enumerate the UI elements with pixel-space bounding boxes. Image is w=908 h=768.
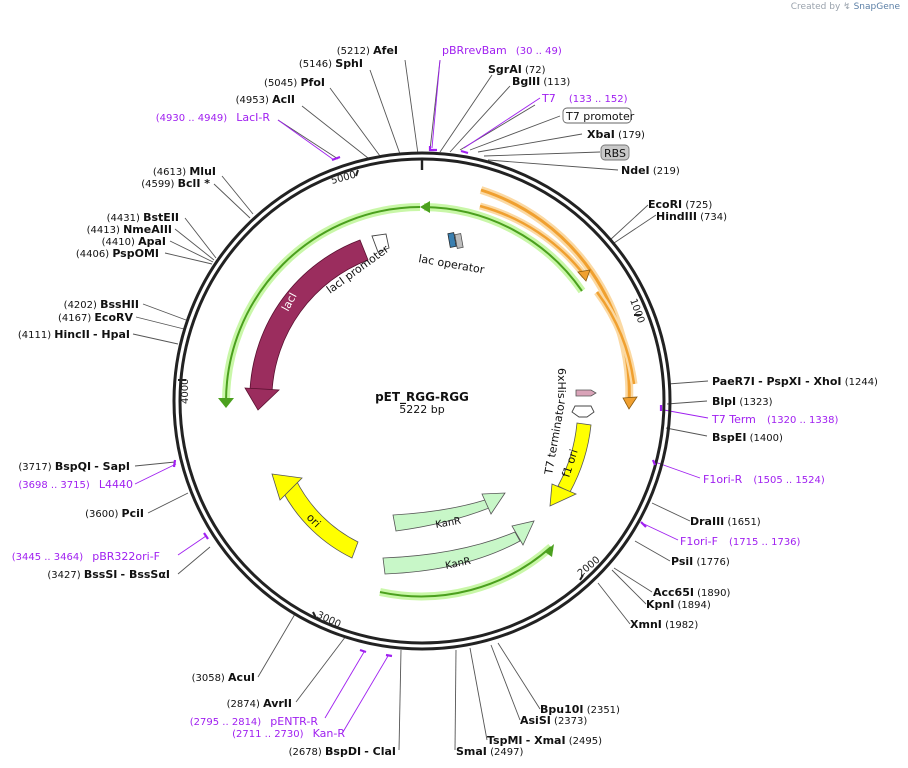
f1-ori-feature[interactable]: f1 ori xyxy=(549,422,592,507)
site-bsteii[interactable]: (4431) BstEII xyxy=(107,211,179,224)
primer-l4440[interactable]: (3698 .. 3715) L4440 xyxy=(18,473,133,492)
site-bsshii[interactable]: (4202) BssHII xyxy=(64,298,139,311)
his-tag-label: 6xHis xyxy=(555,368,568,399)
site-acui[interactable]: (3058) AcuI xyxy=(192,671,255,684)
site-xbai[interactable]: XbaI (179) xyxy=(587,128,645,141)
backbone-outer xyxy=(172,151,672,651)
his-tag-feature[interactable]: 6xHis xyxy=(555,368,597,399)
rbs-box[interactable]: RBS xyxy=(600,144,630,161)
orange-feature-inner[interactable] xyxy=(479,202,638,385)
t7-promoter-box[interactable]: T7 promoter xyxy=(562,107,635,124)
site-hindiii[interactable]: HindIII (734) xyxy=(656,210,727,223)
tick-5000: 5000 xyxy=(330,170,357,187)
site-psii[interactable]: PsiI (1776) xyxy=(671,555,730,568)
plasmid-size: 5222 bp xyxy=(399,403,444,416)
kanR-label-1: KanR xyxy=(435,516,462,531)
primer-marks xyxy=(172,146,663,658)
site-tspmi[interactable]: TspMI - XmaI (2495) xyxy=(487,734,602,747)
credit-prefix: Created by xyxy=(790,2,841,12)
lacI-feature[interactable]: lacI xyxy=(244,239,369,411)
t7-promoter-label: T7 promoter xyxy=(565,110,635,123)
site-asisi[interactable]: AsiSI (2373) xyxy=(520,714,587,727)
credit-brand: SnapGene xyxy=(853,2,900,12)
site-ecori[interactable]: EcoRI (725) xyxy=(648,198,712,211)
site-paer7i[interactable]: PaeR7I - PspXI - XhoI (1244) xyxy=(712,375,878,388)
site-nmeaiii[interactable]: (4413) NmeAIII xyxy=(87,223,172,236)
site-afei[interactable]: (5212) AfeI xyxy=(337,44,398,57)
site-ecorv[interactable]: (4167) EcoRV xyxy=(58,311,134,324)
site-pfoi[interactable]: (5045) PfoI xyxy=(264,76,325,89)
site-blpi[interactable]: BlpI (1323) xyxy=(712,395,773,408)
rbs-label: RBS xyxy=(604,147,626,160)
primer-labels: pBRrevBam (30 .. 49) T7 (133 .. 152) (49… xyxy=(12,39,839,741)
site-pspomi[interactable]: (4406) PspOMI xyxy=(76,247,159,260)
site-bspei[interactable]: BspEI (1400) xyxy=(712,431,783,444)
snapgene-credit: Created by ↯ SnapGene xyxy=(791,2,900,12)
primer-t7[interactable]: T7 (133 .. 152) xyxy=(541,87,628,106)
ori-feature[interactable]: ori xyxy=(271,473,359,559)
site-smai[interactable]: SmaI (2497) xyxy=(456,745,523,758)
site-mlui[interactable]: (4613) MluI xyxy=(153,165,216,178)
primer-f1ori-r[interactable]: F1ori-R (1505 .. 1524) xyxy=(703,468,825,487)
site-acli[interactable]: (4953) AclI xyxy=(236,93,295,106)
kanR-feature-2[interactable]: KanR xyxy=(382,520,535,575)
site-sgrai[interactable]: SgrAI (72) xyxy=(488,63,546,76)
site-hincii[interactable]: (4111) HincII - HpaI xyxy=(18,328,130,341)
primer-t7-term[interactable]: T7 Term (1320 .. 1338) xyxy=(711,408,838,427)
green-feature-left xyxy=(218,201,586,408)
left-site-labels: (5212) AfeI (5146) SphI (5045) PfoI (495… xyxy=(18,44,524,758)
site-draiii[interactable]: DraIII (1651) xyxy=(690,515,761,528)
tick-4000: 4000 xyxy=(180,379,191,404)
site-sphi[interactable]: (5146) SphI xyxy=(299,57,363,70)
site-acc65i[interactable]: Acc65I (1890) xyxy=(653,586,731,599)
site-ndei[interactable]: NdeI (219) xyxy=(621,164,680,177)
site-bpu10i[interactable]: Bpu10I (2351) xyxy=(540,703,620,716)
primer-leaders xyxy=(134,59,709,733)
primer-f1ori-f[interactable]: F1ori-F (1715 .. 1736) xyxy=(680,530,801,549)
primer-pbrrevbam[interactable]: pBRrevBam (30 .. 49) xyxy=(442,39,562,58)
primer-pentr-r[interactable]: (2795 .. 2814) pENTR-R xyxy=(190,710,319,729)
primer-laci-r[interactable]: (4930 .. 4949) LacI-R xyxy=(156,106,271,125)
site-kpni[interactable]: KpnI (1894) xyxy=(646,598,711,611)
site-bsssi[interactable]: (3427) BssSI - BssSαI xyxy=(47,568,170,581)
site-pcii[interactable]: (3600) PciI xyxy=(85,507,144,520)
lac-operator-feature[interactable]: lac operator xyxy=(417,232,486,277)
primer-pbr322ori-f[interactable]: (3445 .. 3464) pBR322ori-F xyxy=(12,545,160,564)
green-feature-bottom[interactable] xyxy=(379,544,554,601)
plasmid-name: pET_RGG-RGG xyxy=(375,390,469,405)
site-xmni[interactable]: XmnI (1982) xyxy=(630,618,698,631)
site-bcli[interactable]: (4599) BclI * xyxy=(141,177,210,190)
lac-operator-label: lac operator xyxy=(417,252,485,276)
kanR-label-2: KanR xyxy=(444,556,472,572)
site-bspdi[interactable]: (2678) BspDI - ClaI xyxy=(289,745,396,758)
primer-kan-r[interactable]: (2711 .. 2730) Kan-R xyxy=(232,722,345,741)
site-avrii[interactable]: (2874) AvrII xyxy=(227,697,292,710)
snapgene-logo-icon: ↯ xyxy=(843,2,851,12)
site-bglii[interactable]: BglII (113) xyxy=(512,75,570,88)
kanR-feature-1[interactable]: KanR xyxy=(392,492,506,532)
site-bspqi[interactable]: (3717) BspQI - SapI xyxy=(18,460,130,473)
site-apai[interactable]: (4410) ApaI xyxy=(102,235,166,248)
leader-lines xyxy=(132,59,709,751)
right-site-labels: SgrAI (72) BglII (113) XbaI (179) NdeI (… xyxy=(487,63,878,747)
